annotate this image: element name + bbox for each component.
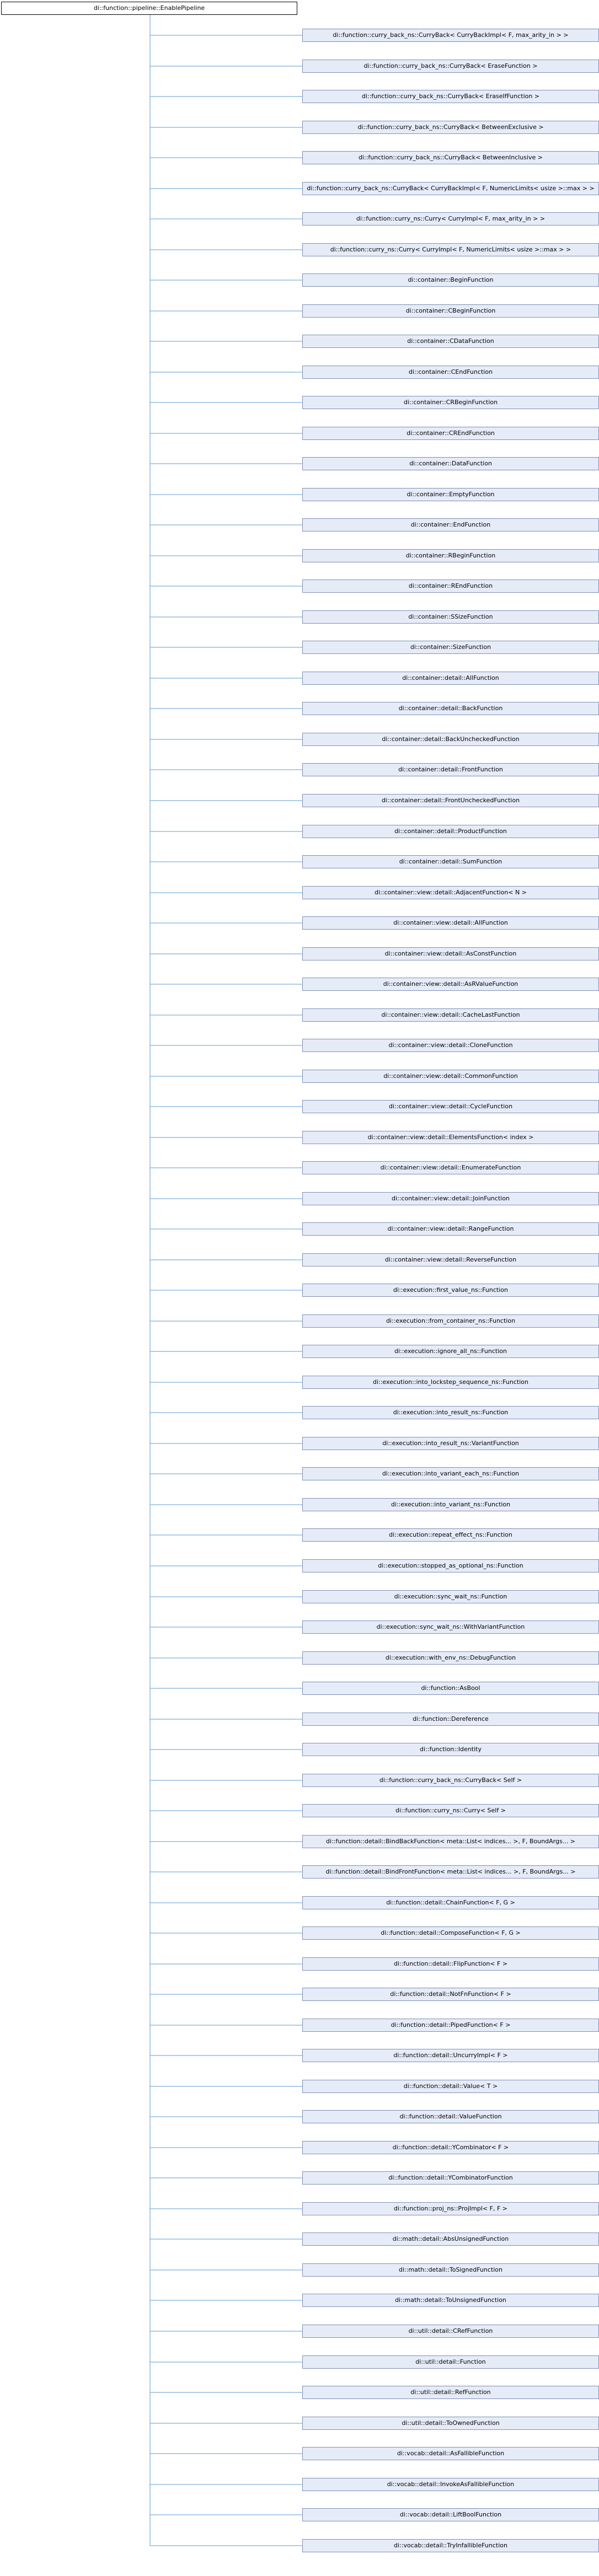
derived-class-node[interactable]: di::container::view::detail::CloneFuncti… (302, 1039, 599, 1052)
derived-class-node[interactable]: di::execution::into_lockstep_sequence_ns… (302, 1376, 599, 1389)
derived-class-node[interactable]: di::container::detail::FrontUncheckedFun… (302, 794, 599, 807)
derived-class-node[interactable]: di::container::REndFunction (302, 579, 599, 593)
derived-class-node[interactable]: di::execution::first_value_ns::Function (302, 1284, 599, 1297)
derived-class-node[interactable]: di::vocab::detail::AsFallibleFunction (302, 2447, 599, 2460)
derived-class-node[interactable]: di::container::EndFunction (302, 518, 599, 532)
derived-class-node[interactable]: di::container::view::detail::CycleFuncti… (302, 1100, 599, 1113)
root-class-node[interactable]: di::function::pipeline::EnablePipeline (1, 2, 297, 15)
derived-class-node[interactable]: di::function::curry_back_ns::CurryBack< … (302, 121, 599, 134)
derived-class-node[interactable]: di::function::detail::NotFnFunction< F > (302, 1988, 599, 2001)
derived-class-node[interactable]: di::function::proj_ns::ProjImpl< F, F > (302, 2202, 599, 2215)
derived-class-node[interactable]: di::container::CBeginFunction (302, 304, 599, 318)
derived-class-node[interactable]: di::function::curry_back_ns::CurryBack< … (302, 60, 599, 73)
derived-class-node[interactable]: di::container::RBeginFunction (302, 549, 599, 562)
derived-class-node[interactable]: di::function::curry_back_ns::CurryBack< … (302, 151, 599, 164)
derived-class-node[interactable]: di::container::CREndFunction (302, 427, 599, 440)
derived-class-node[interactable]: di::vocab::detail::LiftBoolFunction (302, 2508, 599, 2521)
derived-class-node[interactable]: di::util::detail::Function (302, 2355, 599, 2369)
derived-class-node[interactable]: di::function::curry_back_ns::CurryBack< … (302, 29, 599, 42)
derived-class-node[interactable]: di::container::SSizeFunction (302, 610, 599, 624)
derived-class-node[interactable]: di::function::curry_ns::Curry< CurryImpl… (302, 243, 599, 256)
derived-class-node[interactable]: di::container::detail::FrontFunction (302, 763, 599, 776)
derived-class-node[interactable]: di::execution::stopped_as_optional_ns::F… (302, 1559, 599, 1573)
derived-class-node[interactable]: di::container::detail::ProductFunction (302, 825, 599, 838)
derived-class-node[interactable]: di::container::CRBeginFunction (302, 396, 599, 409)
derived-class-node[interactable]: di::util::detail::CRefFunction (302, 2325, 599, 2338)
derived-class-node[interactable]: di::function::curry_ns::Curry< CurryImpl… (302, 212, 599, 226)
derived-class-node[interactable]: di::container::view::detail::CommonFunct… (302, 1070, 599, 1083)
derived-class-node[interactable]: di::util::detail::ToOwnedFunction (302, 2417, 599, 2430)
derived-class-node[interactable]: di::execution::sync_wait_ns::WithVariant… (302, 1620, 599, 1634)
derived-class-node[interactable]: di::function::Identity (302, 1743, 599, 1756)
derived-class-node[interactable]: di::container::view::detail::AdjacentFun… (302, 886, 599, 899)
derived-class-node[interactable]: di::function::AsBool (302, 1682, 599, 1695)
derived-class-node[interactable]: di::function::detail::ComposeFunction< F… (302, 1926, 599, 1940)
derived-class-node[interactable]: di::execution::from_container_ns::Functi… (302, 1314, 599, 1328)
derived-class-node[interactable]: di::execution::into_result_ns::Function (302, 1406, 599, 1419)
derived-class-node[interactable]: di::function::curry_back_ns::CurryBack< … (302, 182, 599, 195)
derived-class-node[interactable]: di::execution::into_variant_ns::Function (302, 1498, 599, 1511)
derived-class-node[interactable]: di::execution::into_variant_each_ns::Fun… (302, 1467, 599, 1480)
derived-class-node[interactable]: di::container::SizeFunction (302, 641, 599, 654)
derived-class-node[interactable]: di::function::detail::FlipFunction< F > (302, 1957, 599, 1971)
derived-class-node[interactable]: di::container::view::detail::AsRValueFun… (302, 978, 599, 991)
derived-class-node[interactable]: di::container::view::detail::CacheLastFu… (302, 1008, 599, 1022)
derived-class-node[interactable]: di::function::Dereference (302, 1713, 599, 1726)
derived-class-node[interactable]: di::container::view::detail::EnumerateFu… (302, 1161, 599, 1174)
derived-class-node[interactable]: di::container::DataFunction (302, 457, 599, 470)
derived-class-node[interactable]: di::function::detail::YCombinator< F > (302, 2141, 599, 2154)
derived-class-node[interactable]: di::function::detail::PipedFunction< F > (302, 2019, 599, 2032)
derived-class-node[interactable]: di::function::curry_back_ns::CurryBack< … (302, 1774, 599, 1787)
derived-class-node[interactable]: di::function::detail::UncurryImpl< F > (302, 2049, 599, 2062)
derived-class-node[interactable]: di::util::detail::RefFunction (302, 2386, 599, 2399)
derived-class-node[interactable]: di::function::curry_ns::Curry< Self > (302, 1804, 599, 1817)
derived-class-node[interactable]: di::container::view::detail::AllFunction (302, 916, 599, 930)
derived-class-node[interactable]: di::execution::with_env_ns::DebugFunctio… (302, 1651, 599, 1665)
derived-class-node[interactable]: di::execution::repeat_effect_ns::Functio… (302, 1528, 599, 1542)
derived-class-node[interactable]: di::function::detail::ValueFunction (302, 2110, 599, 2123)
derived-class-node[interactable]: di::function::detail::BindBackFunction< … (302, 1835, 599, 1848)
derived-class-node[interactable]: di::container::detail::BackFunction (302, 702, 599, 715)
derived-class-node[interactable]: di::container::EmptyFunction (302, 488, 599, 501)
derived-class-node[interactable]: di::container::CDataFunction (302, 335, 599, 348)
derived-class-node[interactable]: di::function::detail::BindFrontFunction<… (302, 1865, 599, 1879)
derived-class-node[interactable]: di::container::CEndFunction (302, 366, 599, 379)
derived-class-node[interactable]: di::function::detail::YCombinatorFunctio… (302, 2171, 599, 2185)
derived-class-node[interactable]: di::container::detail::BackUncheckedFunc… (302, 733, 599, 746)
derived-class-node[interactable]: di::math::detail::ToUnsignedFunction (302, 2294, 599, 2307)
derived-class-node[interactable]: di::function::detail::ChainFunction< F, … (302, 1896, 599, 1909)
derived-class-node[interactable]: di::execution::sync_wait_ns::Function (302, 1590, 599, 1603)
derived-class-node[interactable]: di::execution::into_result_ns::VariantFu… (302, 1437, 599, 1450)
derived-class-node[interactable]: di::container::view::detail::AsConstFunc… (302, 947, 599, 960)
derived-class-node[interactable]: di::container::view::detail::JoinFunctio… (302, 1192, 599, 1205)
derived-class-node[interactable]: di::container::view::detail::ReverseFunc… (302, 1253, 599, 1266)
derived-class-node[interactable]: di::math::detail::AbsUnsignedFunction (302, 2232, 599, 2246)
derived-class-node[interactable]: di::container::BeginFunction (302, 273, 599, 287)
derived-class-node[interactable]: di::container::detail::SumFunction (302, 855, 599, 868)
derived-class-node[interactable]: di::container::detail::AllFunction (302, 672, 599, 685)
derived-class-node[interactable]: di::vocab::detail::TryInfallibleFunction (302, 2539, 599, 2552)
derived-class-node[interactable]: di::container::view::detail::ElementsFun… (302, 1131, 599, 1144)
derived-class-node[interactable]: di::vocab::detail::InvokeAsFallibleFunct… (302, 2478, 599, 2491)
derived-class-node[interactable]: di::container::view::detail::RangeFuncti… (302, 1222, 599, 1236)
derived-class-node[interactable]: di::function::detail::Value< T > (302, 2080, 599, 2093)
derived-class-node[interactable]: di::execution::ignore_all_ns::Function (302, 1345, 599, 1358)
derived-class-node[interactable]: di::function::curry_back_ns::CurryBack< … (302, 90, 599, 103)
derived-class-node[interactable]: di::math::detail::ToSignedFunction (302, 2263, 599, 2277)
